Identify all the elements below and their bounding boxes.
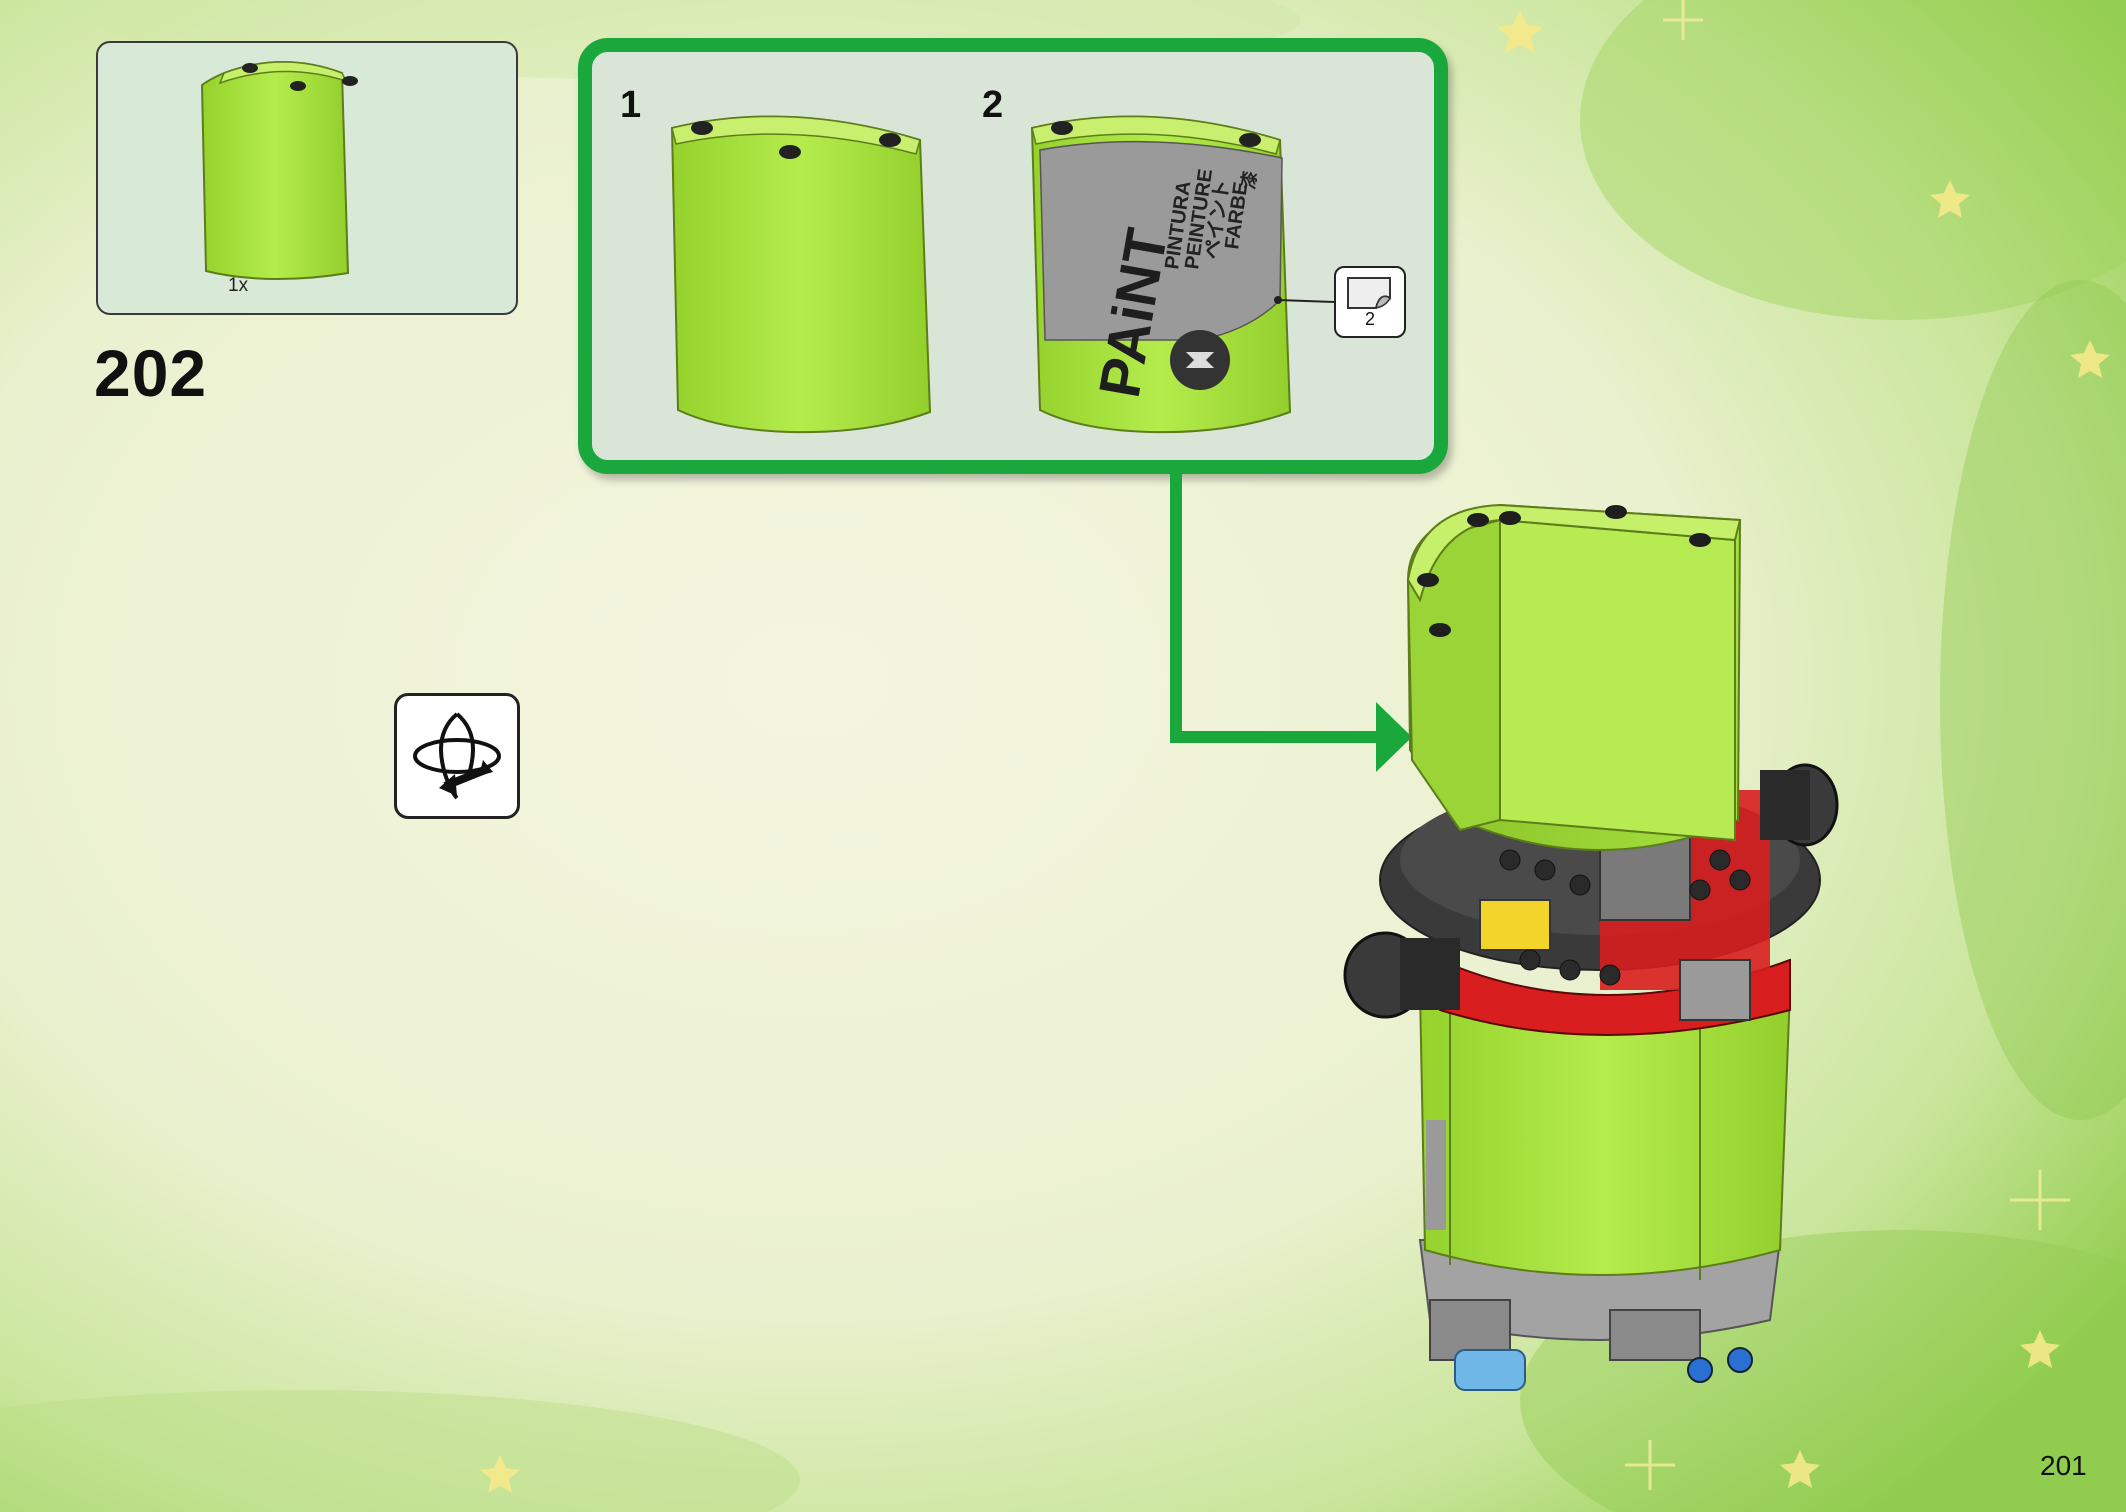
rotate-model-icon [413, 712, 501, 800]
substep-number-2: 2 [982, 84, 1004, 126]
sticker-icon [1347, 277, 1391, 309]
parts-list: 1x [96, 41, 518, 315]
paint-sticker: PAiNT PINTURA PEINTURE ペイント FARBE 漆 [1087, 167, 1262, 402]
step-number: 202 [94, 336, 208, 410]
sticker-language-5: 漆 [1237, 170, 1261, 191]
page-number: 201 [2040, 1450, 2087, 1481]
part-quantity: 1x [228, 275, 249, 296]
rotate-model-box [394, 693, 520, 819]
sticker-callout: 2 [1334, 266, 1406, 338]
sticker-substep-box [578, 38, 1448, 474]
curved-panel-part [200, 61, 358, 281]
sticker-number: 2 [1364, 309, 1375, 329]
substep-number-1: 1 [620, 84, 642, 126]
